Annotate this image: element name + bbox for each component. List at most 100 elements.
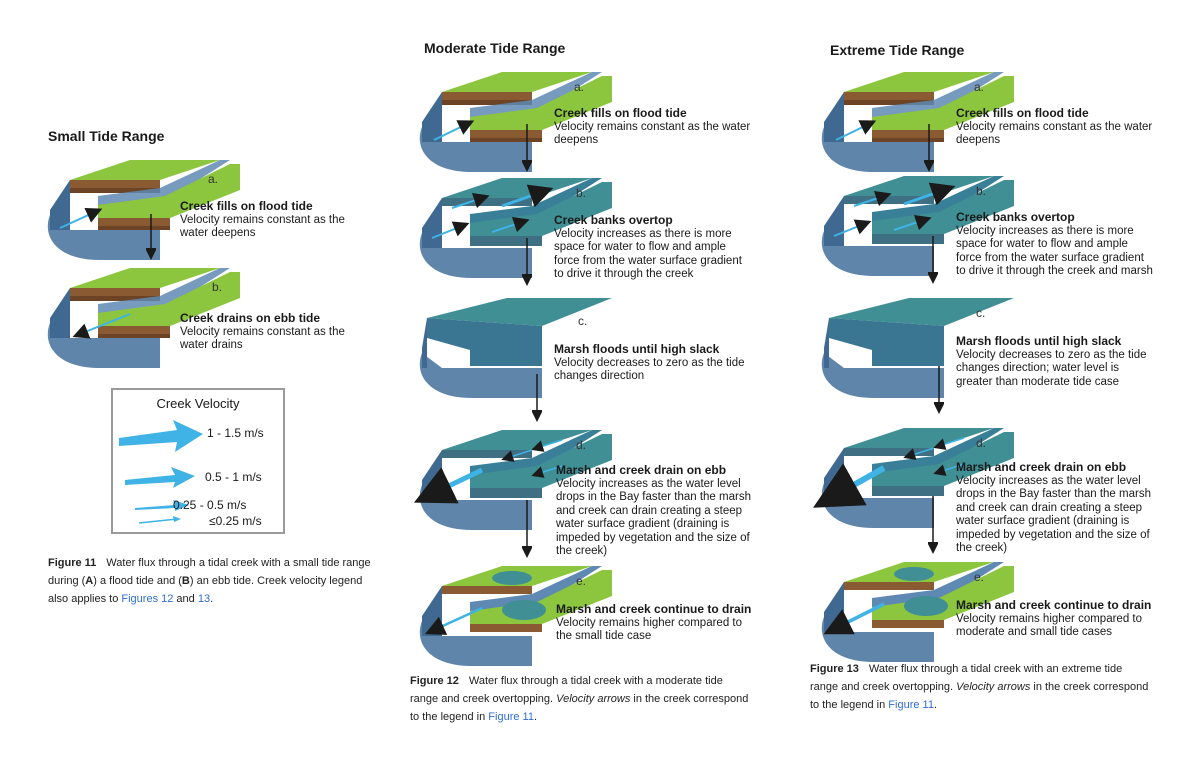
step-body: Velocity remains constant as the water d… xyxy=(956,120,1153,147)
flow-down-arrow xyxy=(522,500,532,558)
caption-text: Water flux through a tidal creek with an… xyxy=(810,663,1123,693)
flow-arrow xyxy=(933,463,965,476)
caption-text: Water flux through a tidal creek with a … xyxy=(48,557,371,587)
legend-label: 0.25 - 0.5 m/s xyxy=(173,498,247,512)
step-text: Marsh and creek drain on ebb Velocity in… xyxy=(956,460,1156,556)
flow-arrow xyxy=(893,214,932,231)
step-heading: Marsh floods until high slack xyxy=(554,342,720,356)
small-panel-b xyxy=(40,268,240,368)
legend-label: ≤0.25 m/s xyxy=(209,514,262,528)
step-heading: Creek banks overtop xyxy=(554,213,673,227)
step-letter: d. xyxy=(576,438,587,452)
moderate-panel-d xyxy=(412,430,612,530)
step-heading: Creek fills on flood tide xyxy=(554,106,687,120)
step-text: Marsh and creek continue to drain Veloci… xyxy=(956,598,1156,640)
step-text: Creek banks overtop Velocity increases a… xyxy=(554,213,754,282)
legend-arrow-tiny xyxy=(138,516,181,524)
flow-down-arrow xyxy=(924,124,934,172)
step-letter: a. xyxy=(974,80,985,94)
step-letter: b. xyxy=(976,184,987,198)
figure-link[interactable]: Figure 11 xyxy=(888,699,934,711)
flow-arrow xyxy=(451,192,490,209)
caption-text: ) an ebb tide. Creek velocity legend als… xyxy=(48,575,363,605)
caption-text: B xyxy=(181,575,190,587)
caption-text: ) a flood tide and ( xyxy=(93,575,182,587)
legend-title: Creek Velocity xyxy=(156,396,240,411)
extreme-panel-a xyxy=(814,72,1014,172)
step-text: Creek banks overtop Velocity increases a… xyxy=(956,210,1156,279)
step-text: Marsh floods until high slack Velocity d… xyxy=(956,334,1156,389)
step-text: Marsh floods until high slack Velocity d… xyxy=(554,342,754,384)
figure-link[interactable]: Figures 12 xyxy=(121,593,174,605)
flow-arrow xyxy=(433,120,475,141)
flow-arrow xyxy=(933,437,965,450)
figure-label: Figure 13 xyxy=(810,663,859,675)
legend-arrow-small xyxy=(135,500,189,511)
step-heading: Marsh and creek drain on ebb xyxy=(556,463,727,477)
extreme-panel-e xyxy=(814,562,1014,662)
flow-arrow xyxy=(72,313,131,339)
figure-link[interactable]: 13 xyxy=(197,593,211,605)
figure-label: Figure 12 xyxy=(410,675,459,687)
flow-arrow xyxy=(501,449,533,462)
figure-label: Figure 11 xyxy=(48,557,97,569)
step-body: Velocity remains constant as the water d… xyxy=(554,120,751,147)
figure-link[interactable]: Figure 11 xyxy=(488,711,534,723)
flow-arrow xyxy=(903,182,956,206)
creek-velocity-legend: Creek Velocity 1 - 1.5 m/s 0.5 - 1 m/s 0… xyxy=(111,388,285,534)
legend-label: 0.5 - 1 m/s xyxy=(205,470,262,484)
caption-text: . xyxy=(933,699,938,711)
step-letter: e. xyxy=(974,570,985,584)
flow-down-arrow xyxy=(532,374,542,422)
extreme-tide-title: Extreme Tide Range xyxy=(830,42,965,58)
flow-arrow xyxy=(813,463,886,508)
flow-arrow xyxy=(531,439,563,452)
step-heading: Marsh floods until high slack xyxy=(956,334,1122,348)
step-text: Marsh and creek continue to drain Veloci… xyxy=(556,602,756,644)
flow-arrow xyxy=(823,602,885,635)
flow-arrow xyxy=(501,184,554,208)
step-heading: Marsh and creek continue to drain xyxy=(556,602,752,616)
flow-arrow xyxy=(853,190,892,207)
step-heading: Creek banks overtop xyxy=(956,210,1075,224)
flow-arrow xyxy=(491,216,530,233)
step-body: Velocity decreases to zero as the tide c… xyxy=(554,356,745,383)
step-body: Velocity increases as the water level dr… xyxy=(556,477,751,558)
small-tide-title: Small Tide Range xyxy=(48,128,165,144)
extreme-panel-b xyxy=(814,176,1014,276)
flow-arrow xyxy=(431,221,470,239)
step-letter: a. xyxy=(574,80,585,94)
caption-text: . xyxy=(533,711,538,723)
caption-text: and xyxy=(173,593,198,605)
step-body: Velocity increases as the water level dr… xyxy=(956,474,1151,555)
step-letter: e. xyxy=(576,574,587,588)
step-letter: a. xyxy=(208,172,219,186)
caption-text: A xyxy=(85,575,94,587)
caption-text: Velocity arrows xyxy=(956,681,1031,693)
step-heading: Creek fills on flood tide xyxy=(180,199,313,213)
step-letter: c. xyxy=(976,306,986,320)
step-body: Velocity remains higher compared to mode… xyxy=(956,612,1143,639)
flow-down-arrow xyxy=(928,236,938,284)
step-heading: Marsh and creek drain on ebb xyxy=(956,460,1127,474)
step-heading: Creek drains on ebb tide xyxy=(180,311,321,325)
flow-arrow xyxy=(59,208,103,229)
step-letter: d. xyxy=(976,436,987,450)
step-body: Velocity remains constant as the water d… xyxy=(180,213,345,240)
moderate-panel-a xyxy=(412,72,612,172)
step-text: Creek drains on ebb tide Velocity remain… xyxy=(180,311,360,353)
caption-text: . xyxy=(210,593,214,605)
flow-down-arrow xyxy=(522,124,532,172)
legend-arrow-medium xyxy=(125,467,195,488)
flow-arrow xyxy=(413,467,484,504)
step-text: Creek fills on flood tide Velocity remai… xyxy=(554,106,754,148)
moderate-panel-b xyxy=(412,178,612,278)
legend-label: 1 - 1.5 m/s xyxy=(207,426,264,440)
step-letter: b. xyxy=(576,186,587,200)
step-body: Velocity remains constant as the water d… xyxy=(180,325,345,352)
step-body: Velocity decreases to zero as the tide c… xyxy=(956,348,1147,388)
step-body: Velocity increases as there is more spac… xyxy=(956,224,1153,278)
